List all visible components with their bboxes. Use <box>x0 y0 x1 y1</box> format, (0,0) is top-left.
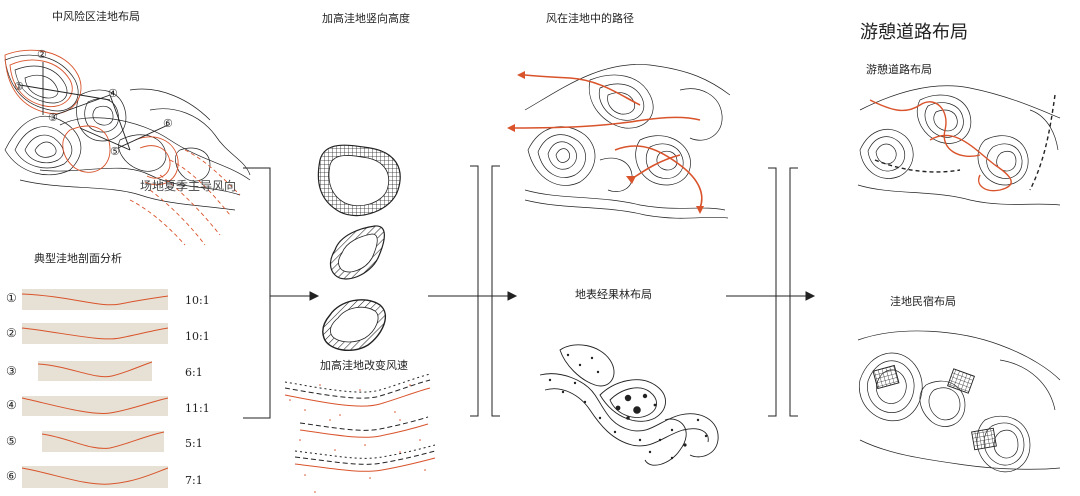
raised-depression-2 <box>329 225 385 280</box>
profile-1-ratio: 10:1 <box>185 294 210 307</box>
map-marker-6: ⑥ <box>163 117 173 130</box>
connector-bracket-2 <box>470 165 500 417</box>
profile-5 <box>41 431 165 452</box>
map-marker-5: ⑤ <box>110 145 120 158</box>
profile-3 <box>37 361 153 381</box>
map-marker-3: ③ <box>48 111 58 124</box>
profile-2-ratio: 10:1 <box>185 330 210 343</box>
profile-6-ratio: 7:1 <box>185 474 203 487</box>
profile-2-marker: ② <box>6 326 17 340</box>
map-markers: ② ① ③ ④ ⑤ ⑥ <box>14 48 173 158</box>
arrow-1 <box>270 291 320 301</box>
profile-5-marker: ⑤ <box>6 434 17 448</box>
profile-4-ratio: 11:1 <box>185 402 210 415</box>
homestay-blocks <box>872 364 997 451</box>
profile-4 <box>21 396 169 416</box>
wind-path-contour-map <box>524 64 731 219</box>
wind-speed-sections <box>284 373 436 472</box>
raised-depression-1 <box>317 144 401 217</box>
orchard-layout <box>539 344 719 466</box>
trail-contour-map <box>857 85 1061 206</box>
profile-6-marker: ⑥ <box>6 469 17 483</box>
homestay-contour-map <box>857 330 1061 473</box>
section4-title: 游憩道路布局 <box>860 22 968 43</box>
profile-3-marker: ③ <box>6 364 17 378</box>
map-marker-4: ④ <box>108 87 118 100</box>
profile-title: 典型洼地剖面分析 <box>34 252 122 265</box>
connector-bracket-1 <box>243 167 271 419</box>
section3-title: 风在洼地中的路径 <box>546 12 634 25</box>
wind-direction-label: 场地夏季主导风向 <box>140 178 236 193</box>
profile-1 <box>21 289 169 310</box>
section3-bottom-title: 地表经果林布局 <box>575 288 652 301</box>
profile-4-marker: ④ <box>6 398 17 412</box>
wind-path-arrowheads <box>507 71 704 214</box>
profile-list <box>21 289 169 488</box>
arrow-2 <box>428 291 518 301</box>
profile-5-ratio: 5:1 <box>185 437 203 450</box>
profile-1-marker: ① <box>6 291 17 305</box>
section2-bottom-title: 加高洼地改变风速 <box>320 359 408 372</box>
risk-red-contours <box>4 49 241 246</box>
profile-6 <box>21 466 169 488</box>
map-marker-2: ② <box>37 48 47 61</box>
connector-bracket-3 <box>768 167 798 417</box>
section4-bottom-title: 洼地民宿布局 <box>890 295 956 308</box>
section1-title: 中风险区洼地布局 <box>52 10 140 23</box>
section2-title: 加高洼地竖向高度 <box>322 12 410 25</box>
trail-routes <box>869 94 1056 192</box>
arrow-3 <box>726 291 816 301</box>
profile-section-lines <box>19 62 169 151</box>
wind-speed-dots <box>289 384 426 493</box>
map-marker-1: ① <box>14 80 24 93</box>
profile-3-ratio: 6:1 <box>185 366 203 379</box>
section4-subtitle: 游憩道路布局 <box>866 63 932 76</box>
raised-depression-3 <box>322 299 386 352</box>
profile-2 <box>21 323 169 344</box>
orchard-trees <box>548 353 708 460</box>
